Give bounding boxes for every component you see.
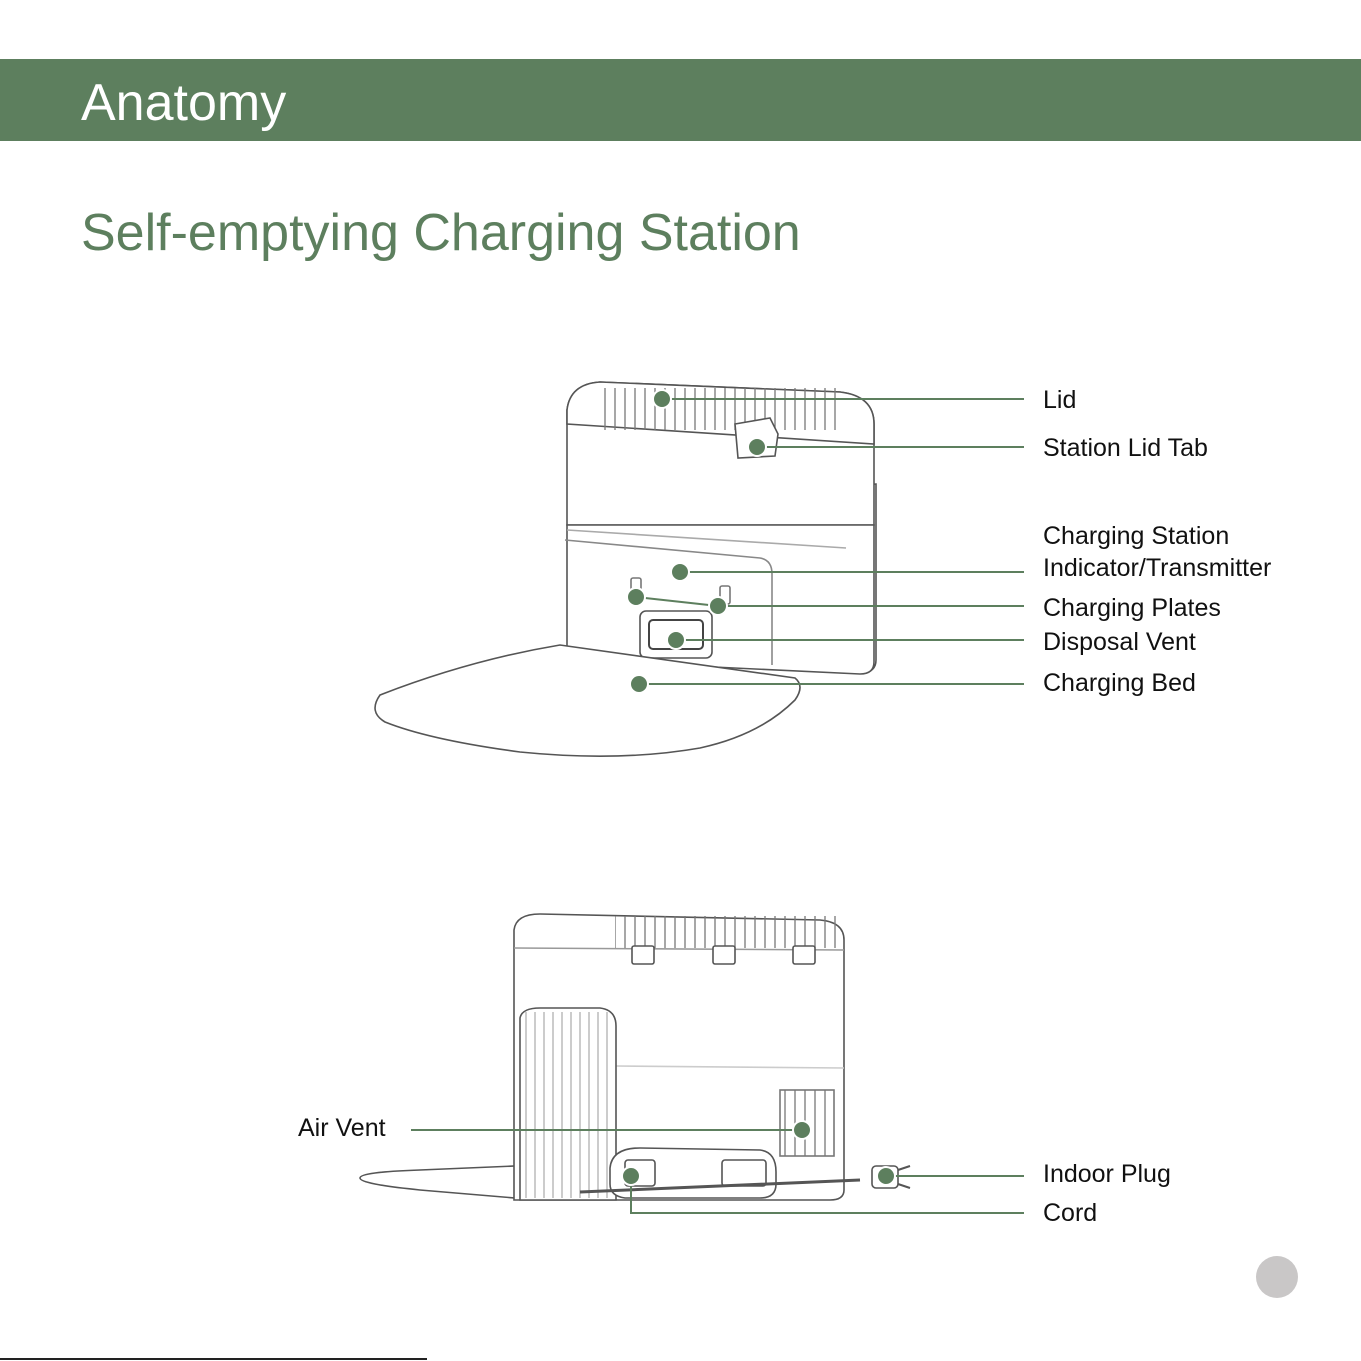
label-indoor-plug: Indoor Plug [1043, 1158, 1171, 1190]
charging-plate-right-marker [709, 597, 727, 615]
label-charging-bed: Charging Bed [1043, 667, 1196, 699]
lid-tab-marker [748, 438, 766, 456]
back-station-drawing [360, 914, 910, 1200]
charging-plate-left-marker [627, 588, 645, 606]
footer-rule [0, 1358, 427, 1360]
label-lid: Lid [1043, 384, 1076, 416]
back-lid-vents [615, 916, 837, 948]
cord-marker [622, 1167, 640, 1185]
charging-bed-marker [630, 675, 648, 693]
label-indicator-line2: Indicator/Transmitter [1043, 552, 1271, 584]
label-station-lid-tab: Station Lid Tab [1043, 432, 1208, 464]
page-number-marker [1256, 1256, 1298, 1298]
back-bed-edge [360, 1166, 515, 1198]
lid-marker [653, 390, 671, 408]
indicator-marker [671, 563, 689, 581]
label-charging-plates: Charging Plates [1043, 592, 1221, 624]
label-indicator-line1: Charging Station [1043, 520, 1229, 552]
lid-vents [598, 388, 836, 430]
label-air-vent: Air Vent [298, 1112, 386, 1144]
label-disposal-vent: Disposal Vent [1043, 626, 1196, 658]
indoor-plug-marker [877, 1167, 895, 1185]
label-cord: Cord [1043, 1197, 1097, 1229]
front-station-drawing [375, 382, 876, 756]
disposal-vent-marker [667, 631, 685, 649]
air-vent-marker [793, 1121, 811, 1139]
